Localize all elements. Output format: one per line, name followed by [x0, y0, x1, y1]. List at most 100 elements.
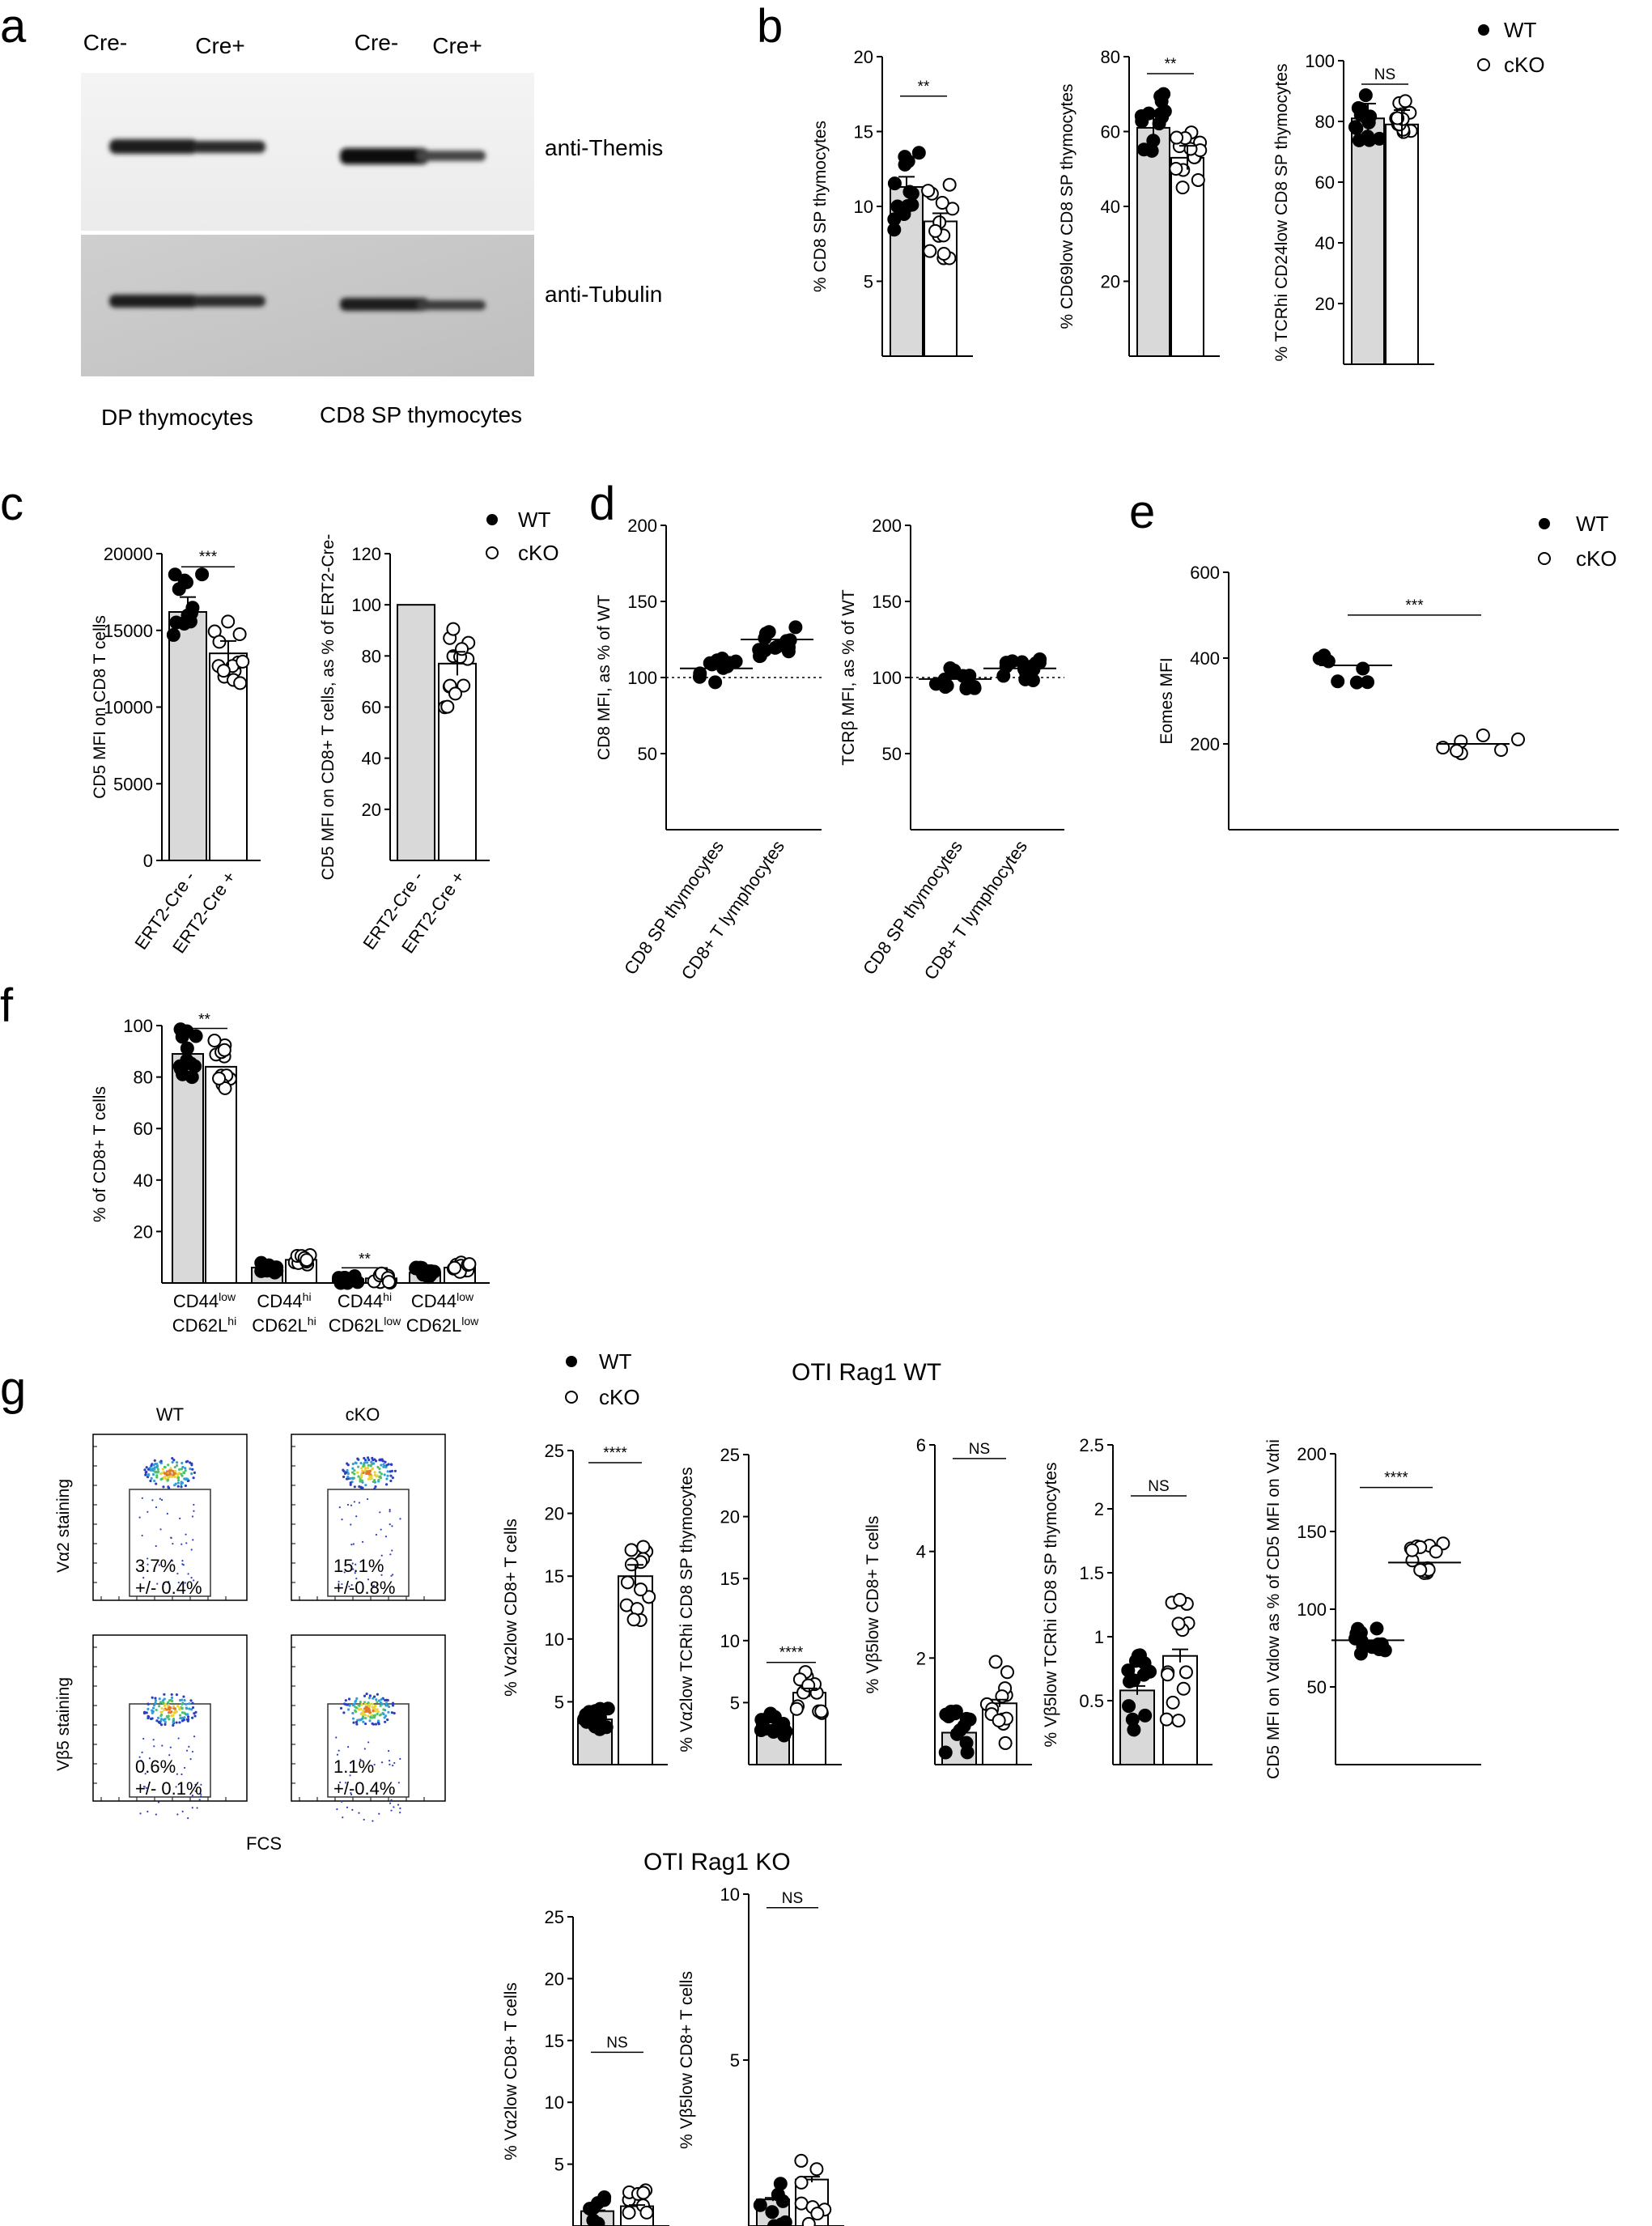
- significance-label: **: [198, 1012, 210, 1029]
- data-point: [1122, 1699, 1136, 1714]
- flow-event: [352, 1721, 355, 1724]
- data-point: [1019, 665, 1034, 680]
- significance-label: ***: [1405, 597, 1424, 614]
- flow-event: [172, 1714, 175, 1717]
- flow-event: [159, 1701, 162, 1704]
- flow-event: [192, 1539, 194, 1541]
- data-point: [998, 1735, 1013, 1750]
- flow-event: [380, 1574, 383, 1576]
- flow-event: [175, 1463, 179, 1468]
- flow-event: [352, 1568, 355, 1570]
- flow-event: [193, 1471, 197, 1474]
- flow-event: [156, 1468, 159, 1471]
- data-point: [1450, 744, 1464, 758]
- flow-event: [351, 1808, 354, 1811]
- flow-event: [180, 1716, 184, 1719]
- data-point: [778, 2215, 792, 2226]
- lane-label: Cre+: [195, 33, 244, 58]
- flow-event: [366, 1466, 370, 1470]
- data-point: [337, 1271, 351, 1285]
- data-point: [936, 247, 951, 261]
- bar: [397, 604, 435, 862]
- flow-event: [152, 1704, 156, 1707]
- flow-event: [176, 1705, 180, 1708]
- data-point: [1136, 1667, 1151, 1682]
- flow-event: [183, 1698, 186, 1702]
- flow-event: [147, 1810, 149, 1813]
- flow-event: [363, 1456, 366, 1460]
- flow-event: [390, 1799, 393, 1801]
- flow-event: [166, 1512, 168, 1515]
- y-tick-label: 15: [545, 1566, 564, 1587]
- data-point: [416, 1268, 431, 1282]
- flow-event: [338, 1580, 340, 1583]
- flow-event: [180, 1482, 183, 1485]
- flow-event: [347, 1746, 350, 1748]
- flow-event: [376, 1474, 379, 1477]
- flow-event: [185, 1749, 189, 1752]
- chart-g4: 0.511.522.5% Vβ5low TCRhi CD8 SP thymocy…: [1042, 1435, 1212, 1766]
- data-point: [1171, 1616, 1186, 1631]
- flow-event: [363, 1466, 367, 1469]
- data-point: [801, 2216, 816, 2226]
- flow-event: [164, 1472, 167, 1475]
- panel-letter-f: f: [0, 979, 14, 1032]
- flow-event: [138, 1756, 141, 1758]
- flow-event: [384, 1460, 387, 1463]
- flow-event: [162, 1485, 165, 1489]
- y-tick-label: 2: [1094, 1499, 1104, 1519]
- flow-event: [165, 1470, 169, 1473]
- data-point: [771, 2187, 785, 2202]
- y-tick-label: 15000: [104, 621, 153, 641]
- flow-event: [147, 1472, 151, 1476]
- category-label: CD44hi: [338, 1290, 392, 1311]
- data-point: [1176, 1681, 1191, 1696]
- flow-gate: [129, 1489, 211, 1597]
- superscript: hi: [383, 1290, 392, 1303]
- y-tick-label: 5: [554, 1692, 564, 1712]
- flow-event: [155, 1482, 158, 1485]
- flow-event: [172, 1543, 174, 1545]
- flow-event: [183, 1711, 186, 1714]
- y-tick-label: 100: [351, 595, 381, 615]
- flow-event: [342, 1469, 346, 1473]
- flow-event: [145, 1470, 148, 1474]
- flow-event: [355, 1720, 359, 1724]
- flow-event: [153, 1468, 156, 1471]
- flow-event: [182, 1718, 186, 1722]
- flow-event: [167, 1701, 170, 1704]
- data-point: [923, 244, 937, 258]
- flow-event: [368, 1719, 372, 1723]
- flow-event: [155, 1462, 159, 1466]
- flow-event: [373, 1487, 376, 1490]
- flow-event: [336, 1753, 339, 1756]
- flow-event: [159, 1718, 164, 1721]
- flow-event: [147, 1468, 151, 1471]
- category-label: CD62Lhi: [252, 1315, 316, 1336]
- data-point: [207, 1034, 222, 1048]
- flow-event: [169, 1711, 172, 1714]
- data-point: [624, 1543, 639, 1557]
- flow-event: [380, 1554, 383, 1557]
- y-tick-label: 10: [854, 197, 873, 217]
- flow-event: [183, 1477, 186, 1480]
- flow-col-label-wt: WT: [156, 1404, 184, 1425]
- flow-plot-frame: [92, 1634, 248, 1802]
- flow-event: [367, 1578, 370, 1581]
- flow-event: [155, 1464, 159, 1468]
- y-tick-label: 5: [554, 2155, 564, 2175]
- flow-event: [182, 1695, 185, 1698]
- y-tick-label: 80: [362, 646, 381, 666]
- category-label: CD62Llow: [329, 1315, 401, 1336]
- flow-event: [372, 1584, 376, 1587]
- flow-event: [185, 1477, 189, 1480]
- flow-event: [159, 1721, 162, 1725]
- bar: [1351, 117, 1385, 365]
- flow-event: [352, 1543, 355, 1545]
- flow-event: [191, 1750, 194, 1753]
- flow-event: [391, 1701, 395, 1705]
- data-point: [622, 2205, 636, 2220]
- significance-label: NS: [782, 1890, 803, 1907]
- flow-event: [155, 1544, 157, 1548]
- flow-gate: [327, 1489, 410, 1597]
